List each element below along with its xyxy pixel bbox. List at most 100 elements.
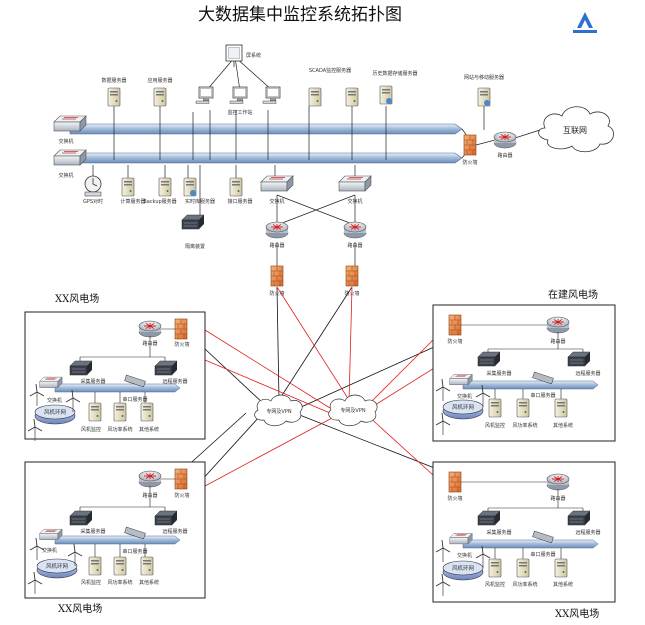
web-server: 网站与移动服务器 [464, 74, 504, 130]
farm-3-collect-server [477, 510, 501, 526]
farm-3-sys1-server [488, 558, 502, 578]
farm-3-switch [449, 533, 473, 545]
farm-1-ring: 风机环网 [442, 399, 484, 420]
vpn-cloud-a: 专网及VPN [254, 394, 303, 427]
farm-0-sys1-server [88, 402, 102, 422]
farm-0-switch-label: 交换机 [47, 397, 62, 404]
router-b-label: 路由器 [347, 242, 362, 249]
workstations-label: 监控工作站 [227, 109, 252, 116]
farm-0-forward-label: 远程服务器 [162, 378, 187, 385]
farm-3-switch-label: 交换机 [457, 552, 472, 559]
center-crosslinks [276, 194, 356, 268]
backup-server: Backup服务器 [143, 177, 177, 205]
wind-farm-0: 路由器 防火墙 采集服务器 远程服务器 交换机 串口服务器 风机环网 风机监控 … [24, 311, 206, 442]
farm-2-ring: 风机环网 [36, 558, 78, 579]
central-router-label: 路由器 [497, 152, 512, 159]
farm-1-firewall-label: 防火墙 [447, 338, 462, 345]
scada-server: SCADA监控服务器 [308, 67, 359, 107]
scada-server-label: SCADA监控服务器 [309, 67, 351, 74]
farm-1-hub [532, 371, 554, 385]
isolation-label: 隔离装置 [185, 243, 205, 250]
history-server-label: 历史数据存储服务器 [372, 70, 417, 77]
app-server: 应用服务器 [147, 77, 173, 107]
farm-1-ring-label: 风机环网 [452, 403, 475, 411]
farm-1-switch-label: 交换机 [457, 393, 472, 400]
farm-1-sys1-server [488, 398, 502, 418]
farm-2-title: XX风电场 [58, 602, 102, 615]
farm-0-firewall [174, 318, 188, 340]
lower-backbone-bus [69, 152, 463, 164]
calc-server: 计算服务器 [120, 177, 146, 205]
interface-server: 接口服务器 [227, 177, 253, 205]
farm-3-ring: 风机环网 [442, 560, 484, 581]
farm-0-hub [124, 374, 146, 388]
gps-label: GPS对时 [83, 198, 103, 205]
farm-1-sys1-label: 风机监控 [485, 422, 505, 429]
farm-0-ring-label: 风机环网 [44, 408, 67, 416]
farm-3-hub-label: 串口服务器 [530, 551, 555, 558]
farm-0-router [138, 320, 162, 338]
farm-2-hub [124, 526, 146, 540]
farm-1-collect-server [477, 351, 501, 367]
vpn-cloud-a-label: 专网及VPN [266, 408, 291, 415]
farm-3-firewall [448, 471, 462, 493]
farm-2-sys3-server [140, 556, 154, 576]
farm-2-switch-label: 交换机 [42, 547, 57, 554]
farm-1-router [546, 316, 570, 334]
farm-3-forward-server [567, 510, 591, 526]
calc-server-label: 计算服务器 [120, 198, 145, 205]
router-b: 路由器 [343, 221, 367, 249]
farm-2-sys3-label: 其他系统 [139, 579, 159, 586]
history-server: 历史数据存储服务器 [372, 70, 418, 105]
farm-0-sys3-label: 其他系统 [139, 426, 159, 433]
realtime-server: 实时库服务器 [183, 177, 215, 205]
farm-2-forward-server [154, 510, 178, 526]
realtime-server-label: 实时库服务器 [185, 198, 215, 205]
switch-bottom-label: 交换机 [58, 172, 73, 179]
switch-top: 交换机 [53, 115, 87, 145]
farm-3-router [546, 473, 570, 491]
farm-0-switch [39, 376, 63, 388]
farm-2-sys2-label: 风功率系统 [107, 579, 132, 586]
central-firewall: 防火墙 [461, 128, 478, 166]
backup-server-label: Backup服务器 [143, 198, 176, 205]
router-a-label: 路由器 [269, 242, 284, 249]
farm-0-hub-label: 串口服务器 [122, 396, 147, 403]
farm-2-firewall [174, 468, 188, 490]
farm-3-forward-label: 远程服务器 [575, 529, 600, 536]
data-server: 数据服务器 [101, 77, 127, 107]
internet-cloud: 互联网 [538, 106, 614, 153]
farm-3-sys2-label: 风功率系统 [512, 581, 537, 588]
farm-3-sys3-server [554, 558, 568, 578]
company-logo-icon [573, 12, 597, 33]
web-server-label: 网站与移动服务器 [464, 74, 504, 81]
farm-3-sys3-label: 其他系统 [553, 581, 573, 588]
switch-top-label: 交换机 [58, 138, 73, 145]
farm-2-router [138, 470, 162, 488]
farm-1-title: 在建风电场 [548, 288, 598, 301]
farm-1-firewall [448, 314, 462, 336]
farm-3-hub [532, 530, 554, 544]
workstation-group: 监控工作站 [195, 86, 281, 116]
wan-links [182, 286, 466, 496]
farm-0-collect-server [69, 360, 93, 376]
farm-2-forward-label: 远程服务器 [162, 528, 187, 535]
app-server-label: 应用服务器 [147, 77, 172, 84]
farm-0-sys2-server [113, 402, 127, 422]
wind-farm-1: 防火墙 路由器 采集服务器 远程服务器 交换机 串口服务器 风机环网 风机监控 … [432, 304, 616, 442]
internet-label: 互联网 [563, 126, 587, 135]
farm-0-collect-label: 采集服务器 [80, 378, 105, 385]
farm-2-hub-label: 串口服务器 [122, 548, 147, 555]
isolation-device: 隔离装置 [181, 214, 205, 250]
farm-1-forward-label: 远程服务器 [575, 370, 600, 377]
wind-farm-2: 路由器 防火墙 采集服务器 远程服务器 交换机 串口服务器 风机环网 风机监控 … [24, 461, 206, 599]
farm-2-sys1-server [88, 556, 102, 576]
farm-2-collect-label: 采集服务器 [80, 528, 105, 535]
farm-0-sys1-label: 风机监控 [81, 426, 101, 433]
farm-3-ring-label: 风机环网 [452, 564, 475, 572]
farm-3-collect-label: 采集服务器 [486, 529, 511, 536]
farm-0-ring: 风机环网 [34, 404, 76, 425]
farm-1-sys3-server [554, 398, 568, 418]
farm-1-collect-label: 采集服务器 [486, 370, 511, 377]
